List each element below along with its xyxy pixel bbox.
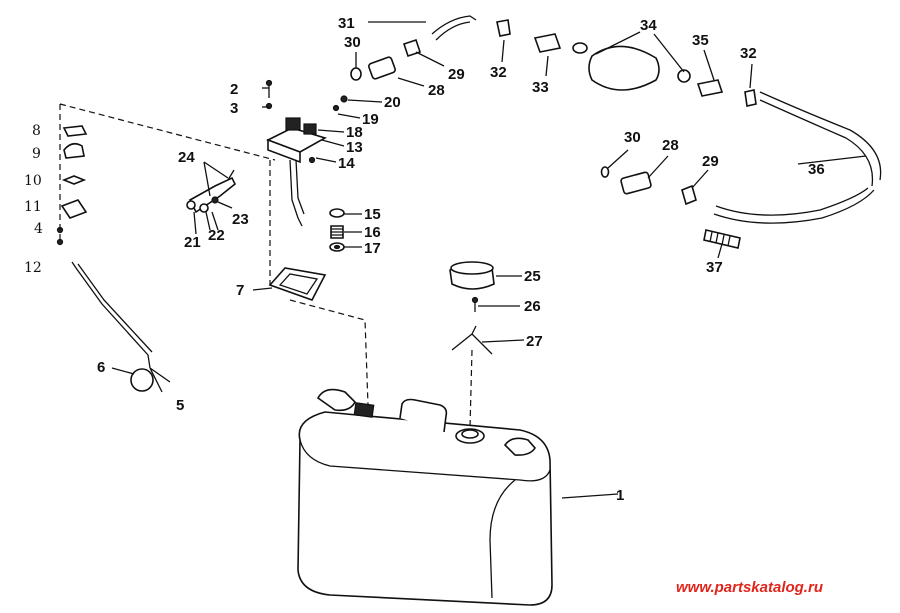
callout-10: 10 — [24, 173, 42, 189]
callout-29b: 29 — [702, 153, 719, 170]
screw-parts-2-3 — [265, 79, 273, 110]
callout-28b: 28 — [662, 137, 679, 154]
callout-35: 35 — [692, 32, 709, 49]
callout-7: 7 — [236, 282, 244, 299]
o-ring-part-20 — [340, 95, 348, 103]
callout-15: 15 — [364, 206, 381, 223]
callout-34: 34 — [640, 17, 657, 34]
callout-5: 5 — [176, 397, 184, 414]
callout-numbers: 1 2 3 4 5 6 7 8 9 10 11 12 13 14 15 16 1… — [24, 15, 825, 504]
float-arm-assembly — [186, 169, 237, 214]
callout-22: 22 — [208, 227, 225, 244]
callout-4: 4 — [34, 221, 43, 237]
seal-spring-washer-parts — [329, 208, 345, 252]
callout-30: 30 — [344, 34, 361, 51]
callout-32b: 32 — [740, 45, 757, 62]
fuel-line-assembly — [350, 15, 882, 249]
callout-2: 2 — [230, 81, 238, 98]
callout-leaders — [111, 21, 867, 499]
callout-26: 26 — [524, 298, 541, 315]
callout-14: 14 — [338, 155, 355, 172]
fuel-gauge-assembly — [266, 117, 328, 227]
callout-6: 6 — [97, 359, 105, 376]
callout-25: 25 — [524, 268, 541, 285]
callout-32: 32 — [490, 64, 507, 81]
callout-24: 24 — [178, 149, 195, 166]
watermark: www.partskatalog.ru — [676, 579, 823, 596]
callout-30b: 30 — [624, 129, 641, 146]
callout-21: 21 — [184, 234, 201, 251]
callout-33: 33 — [532, 79, 549, 96]
callout-1: 1 — [616, 487, 624, 504]
callout-19: 19 — [362, 111, 379, 128]
assembly-guide-lines — [59, 103, 473, 429]
fuel-tank — [297, 388, 553, 606]
callout-11: 11 — [24, 199, 42, 215]
callout-31: 31 — [338, 15, 355, 32]
o-ring-part-19 — [332, 104, 340, 112]
callout-27: 27 — [526, 333, 543, 350]
callout-17: 17 — [364, 240, 381, 257]
callout-18: 18 — [346, 124, 363, 141]
callout-13: 13 — [346, 139, 363, 156]
callout-9: 9 — [32, 146, 41, 162]
callout-23: 23 — [232, 211, 249, 228]
callout-20: 20 — [384, 94, 401, 111]
callout-28: 28 — [428, 82, 445, 99]
callout-37: 37 — [706, 259, 723, 276]
callout-36: 36 — [808, 161, 825, 178]
fuel-cap-assembly — [449, 261, 495, 355]
callout-3: 3 — [230, 100, 238, 117]
float-rod-assembly — [71, 261, 154, 392]
callout-16: 16 — [364, 224, 381, 241]
gasket-part-7 — [268, 267, 327, 301]
left-column-parts — [56, 125, 88, 246]
callout-12: 12 — [24, 260, 42, 276]
callout-29: 29 — [448, 66, 465, 83]
callout-8: 8 — [32, 123, 41, 139]
